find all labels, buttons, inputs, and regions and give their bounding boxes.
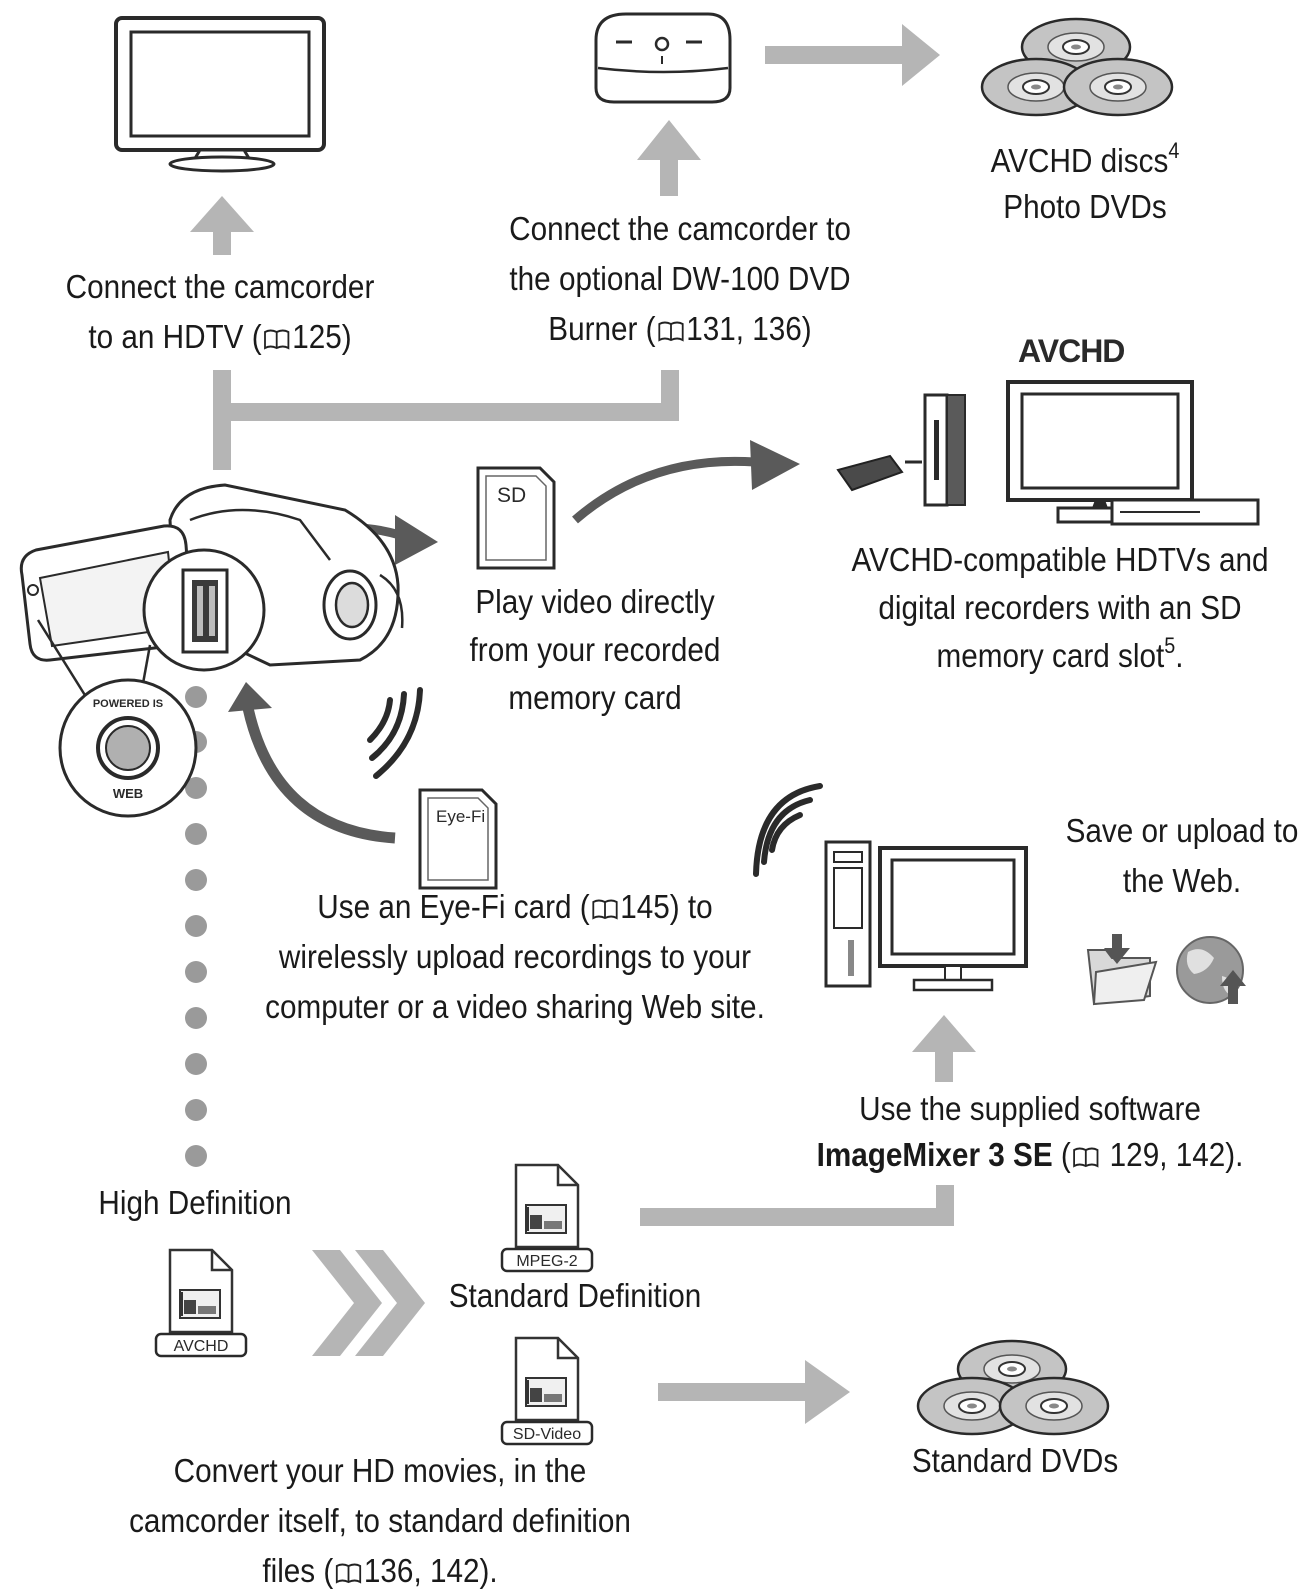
avchd-hdtv-icon: [1006, 380, 1260, 526]
power-button-bottom-label: WEB: [113, 786, 143, 801]
book-icon: [1073, 1147, 1099, 1167]
sd-card-label: SD: [497, 484, 526, 507]
label-avchd-hdtvs: AVCHD-compatible HDTVs and digital recor…: [851, 541, 1269, 674]
camcorder-icon: [19, 483, 404, 701]
avchd-tag: AVCHD: [174, 1338, 229, 1355]
sd-card-reader-icon: [836, 393, 966, 507]
globe-upload-icon: [1176, 936, 1246, 1004]
avchd-logo: AVCHD: [1018, 333, 1124, 369]
label-standard-dvds: Standard DVDs: [911, 1442, 1119, 1479]
sd-card-icon: SD: [476, 466, 556, 570]
standard-dvds-icon: [916, 1339, 1110, 1436]
mpeg2-file-icon: MPEG-2: [500, 1163, 594, 1273]
label-standard-definition: Standard Definition: [448, 1277, 702, 1314]
avchd-file-icon: AVCHD: [154, 1248, 248, 1358]
label-avchd-discs: AVCHD discs4 Photo DVDs: [990, 138, 1180, 226]
mpeg2-tag: MPEG-2: [516, 1253, 577, 1270]
wireless-waves-camera-icon: [367, 687, 423, 779]
dvd-burner-icon: [594, 12, 732, 104]
label-software: Use the supplied software ImageMixer 3 S…: [816, 1090, 1244, 1173]
avchd-discs-icon: [980, 17, 1174, 117]
power-button-top-label: POWERED IS: [93, 698, 163, 710]
book-icon: [264, 329, 290, 349]
label-eyefi: Use an Eye-Fi card (145) to wirelessly u…: [265, 888, 765, 1025]
label-save-web: Save or upload to the Web.: [1065, 812, 1299, 899]
label-hdtv: Connect the camcorder to an HDTV (125): [65, 268, 375, 355]
book-icon: [592, 899, 618, 919]
power-button-callout-icon: POWERED IS WEB: [58, 678, 198, 818]
hdtv-monitor-icon: [114, 16, 326, 173]
gray-arrows: [190, 24, 976, 1424]
connector-lines: [213, 370, 954, 1226]
book-icon: [335, 1563, 362, 1583]
label-high-definition: High Definition: [98, 1184, 292, 1221]
label-dvd-burner: Connect the camcorder to the optional DW…: [509, 210, 851, 347]
sdvideo-file-icon: SD-Video: [500, 1336, 594, 1446]
label-convert: Convert your HD movies, in the camcorder…: [129, 1452, 631, 1589]
desktop-computer-icon: [824, 840, 1028, 992]
eyefi-card-icon: Eye-Fi: [418, 788, 498, 890]
eyefi-card-label: Eye-Fi: [436, 807, 485, 826]
sdvideo-tag: SD-Video: [513, 1426, 581, 1443]
label-play-video: Play video directly from your recorded m…: [469, 583, 721, 716]
wireless-waves-computer-icon: [753, 783, 823, 877]
folder-download-icon: [1086, 934, 1158, 1006]
book-icon: [658, 321, 684, 341]
